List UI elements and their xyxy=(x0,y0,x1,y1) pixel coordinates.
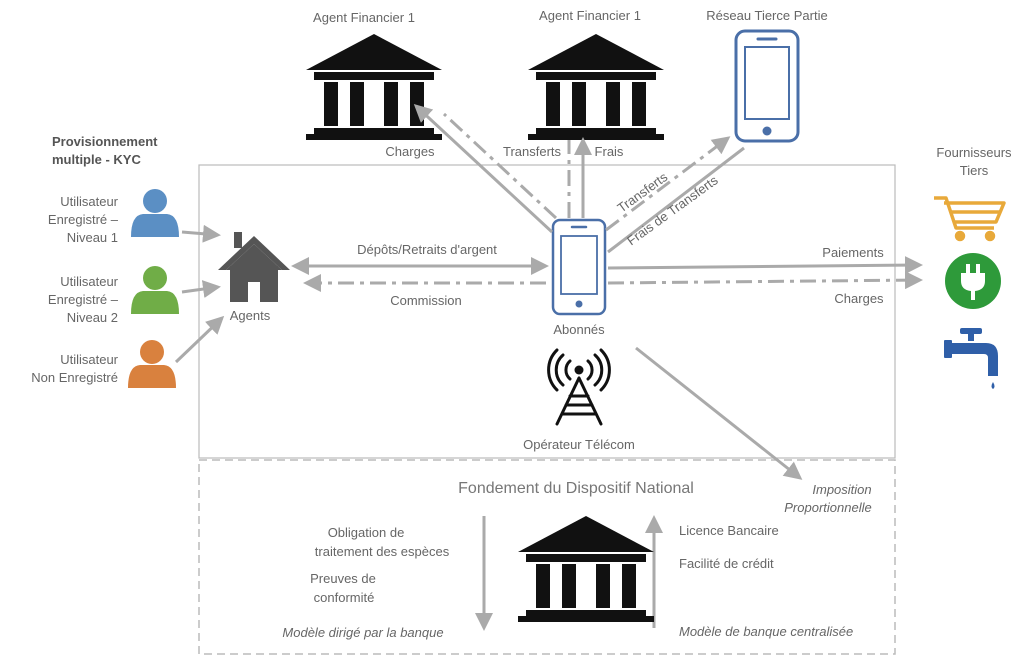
user1-line2: Enregistré – xyxy=(48,212,119,227)
bank-icon xyxy=(306,34,442,140)
telecom-label: Opérateur Télécom xyxy=(523,437,635,452)
house-icon xyxy=(218,232,290,302)
user3-line2: Non Enregistré xyxy=(31,370,118,385)
water-tap-icon xyxy=(944,328,998,389)
transfer-fees-label: Frais de Transferts xyxy=(624,172,721,248)
national-framework-frame xyxy=(198,459,896,655)
user-level1-icon xyxy=(131,189,179,237)
payments-label: Paiements xyxy=(822,245,884,260)
suppliers-line1: Fournisseurs xyxy=(936,145,1012,160)
electricity-icon xyxy=(945,253,1001,309)
bank1-label: Agent Financier 1 xyxy=(313,10,415,25)
bank-model-label: Modèle dirigé par la banque xyxy=(282,625,443,640)
charges-right-label: Charges xyxy=(834,291,884,306)
subscribers-label: Abonnés xyxy=(553,322,605,337)
kyc-title-line2: multiple - KYC xyxy=(52,152,141,167)
user1-line3: Niveau 1 xyxy=(67,230,118,245)
user-unregistered-icon xyxy=(128,340,176,388)
subscriber-phone-icon xyxy=(551,218,607,316)
commission-label: Commission xyxy=(390,293,462,308)
license-label: Licence Bancaire xyxy=(679,523,779,538)
proof-line1: Preuves de xyxy=(310,571,376,586)
user3-line1: Utilisateur xyxy=(60,352,118,367)
central-model-label: Modèle de banque centralisée xyxy=(679,624,853,639)
charges-top-label: Charges xyxy=(385,144,435,159)
central-bank-icon xyxy=(518,516,654,622)
bank-icon xyxy=(528,34,664,140)
ecosystem-frame xyxy=(198,164,896,459)
smartphone-icon xyxy=(734,29,800,143)
suppliers-line2: Tiers xyxy=(960,163,989,178)
framework-title: Fondement du Dispositif National xyxy=(458,480,694,497)
bank2-label: Agent Financier 1 xyxy=(539,8,641,23)
fees-label: Frais xyxy=(595,144,624,159)
tax-line2: Proportionnelle xyxy=(784,500,871,515)
tax-line1: Imposition xyxy=(812,482,871,497)
proof-line2: conformité xyxy=(314,590,375,605)
deposits-label: Dépôts/Retraits d'argent xyxy=(357,242,497,257)
user2-line2: Enregistré – xyxy=(48,292,119,307)
user2-line3: Niveau 2 xyxy=(67,310,118,325)
thirdparty-label: Réseau Tierce Partie xyxy=(706,8,827,23)
obligation-line1: Obligation de xyxy=(328,525,405,540)
transfers-top-label: Transferts xyxy=(503,144,562,159)
shopping-cart-icon xyxy=(934,196,1006,242)
cell-tower-icon xyxy=(547,348,611,426)
agents-label: Agents xyxy=(230,308,271,323)
kyc-title-line1: Provisionnement xyxy=(52,134,158,149)
user-level2-icon xyxy=(131,266,179,314)
credit-label: Facilité de crédit xyxy=(679,556,774,571)
user2-line1: Utilisateur xyxy=(60,274,118,289)
user1-line1: Utilisateur xyxy=(60,194,118,209)
obligation-line2: traitement des espèces xyxy=(315,544,450,559)
